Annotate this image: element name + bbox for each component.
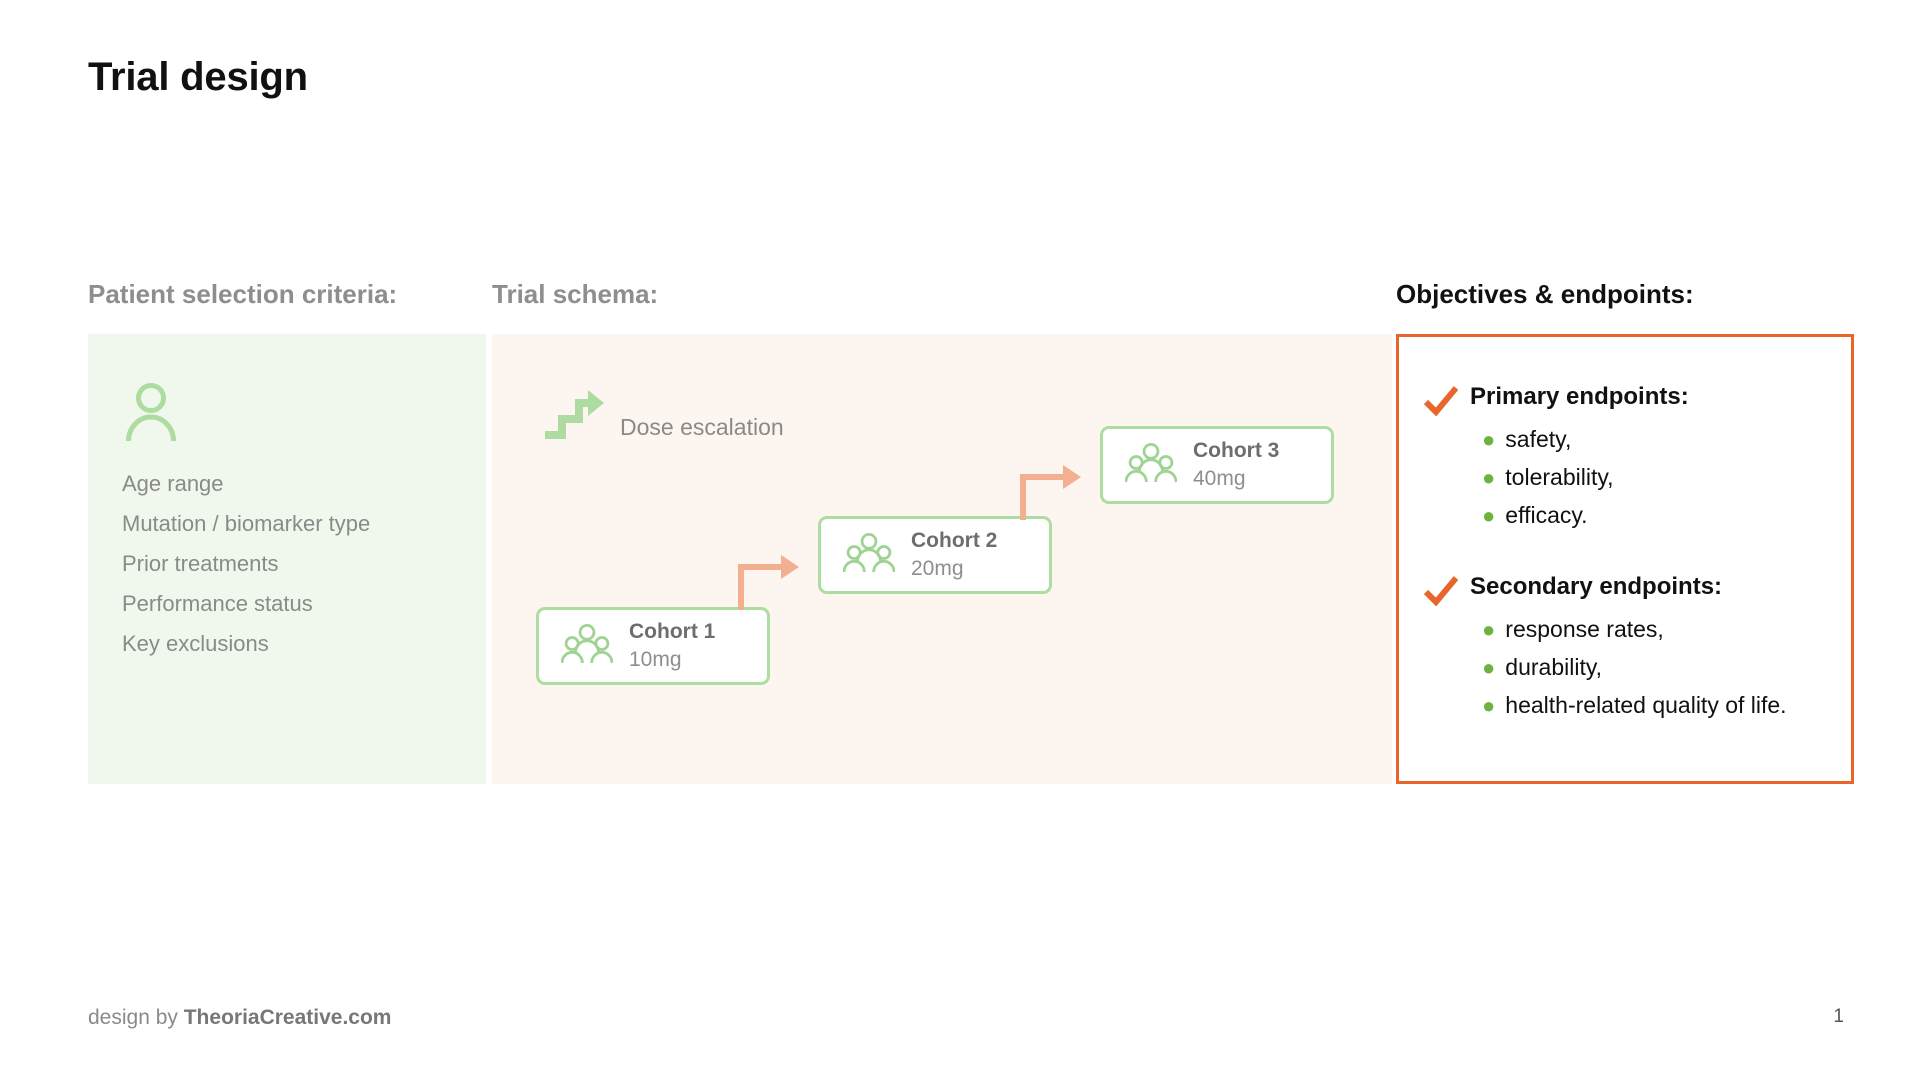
- objectives-endpoints-header: Objectives & endpoints:: [1396, 279, 1694, 309]
- trial-schema-header: Trial schema:: [492, 279, 659, 309]
- list-item: ● response rates,: [1424, 610, 1787, 648]
- check-icon: [1423, 386, 1459, 417]
- elbow-arrow-icon: [1017, 456, 1085, 527]
- list-item: ● tolerability,: [1424, 458, 1689, 496]
- cohort-name: Cohort 1: [629, 620, 716, 643]
- secondary-endpoints-group: Secondary endpoints: ● response rates, ● d…: [1423, 572, 1787, 724]
- endpoint-item-label: safety,: [1505, 426, 1572, 452]
- check-icon: [1423, 576, 1459, 607]
- dose-escalation-group: Dose escalation: [542, 388, 784, 445]
- list-item: ● health-related quality of life.: [1424, 686, 1787, 724]
- stairs-up-arrow-icon: [542, 388, 606, 445]
- bullet-icon: ●: [1482, 465, 1496, 490]
- group-of-people-icon: [842, 532, 896, 578]
- endpoint-item-label: health-related quality of life.: [1505, 692, 1787, 718]
- cohort-dose: 20mg: [911, 557, 964, 580]
- patient-selection-header: Patient selection criteria:: [88, 279, 398, 309]
- bullet-icon: ●: [1482, 427, 1496, 452]
- elbow-arrow-icon: [735, 546, 803, 617]
- endpoint-item-label: response rates,: [1505, 616, 1664, 642]
- list-item: Mutation / biomarker type: [122, 511, 371, 536]
- endpoint-title: Secondary endpoints:: [1470, 573, 1723, 600]
- list-item: ● safety,: [1424, 420, 1689, 458]
- endpoint-title: Primary endpoints:: [1470, 383, 1689, 410]
- list-item: Age range: [122, 471, 224, 496]
- endpoint-item-label: durability,: [1505, 654, 1603, 680]
- primary-endpoints-list: ● safety, ● tolerability, ● efficacy.: [1424, 420, 1689, 534]
- cohort-name: Cohort 3: [1193, 439, 1280, 462]
- bullet-icon: ●: [1482, 693, 1496, 718]
- group-of-people-icon: [1124, 442, 1178, 488]
- endpoint-item-label: tolerability,: [1505, 464, 1614, 490]
- person-icon: [124, 383, 178, 444]
- list-item: Key exclusions: [122, 631, 269, 656]
- list-item: Performance status: [122, 591, 313, 616]
- cohort-dose: 10mg: [629, 648, 682, 671]
- cohort-card-2[interactable]: Cohort 2 20mg: [818, 516, 1052, 594]
- patient-criteria-list: Age range Mutation / biomarker type Prio…: [122, 464, 370, 664]
- footer-brand-link[interactable]: TheoriaCreative.com: [183, 1006, 392, 1029]
- bullet-icon: ●: [1482, 503, 1496, 528]
- secondary-endpoints-list: ● response rates, ● durability, ● health-re…: [1424, 610, 1787, 724]
- cohort-dose: 40mg: [1193, 467, 1246, 490]
- cohort-name: Cohort 2: [911, 529, 998, 552]
- cohort-card-1[interactable]: Cohort 1 10mg: [536, 607, 770, 685]
- dose-escalation-label: Dose escalation: [620, 414, 784, 440]
- page-number: 1: [1833, 1006, 1844, 1027]
- bullet-icon: ●: [1482, 655, 1496, 680]
- bullet-icon: ●: [1482, 617, 1496, 642]
- primary-endpoints-group: Primary endpoints: ● safety, ● tolerabilit…: [1423, 382, 1689, 534]
- list-item: ● efficacy.: [1424, 496, 1689, 534]
- list-item: Prior treatments: [122, 551, 279, 576]
- endpoint-item-label: efficacy.: [1505, 502, 1588, 528]
- footer-credit-prefix: design by: [88, 1006, 184, 1029]
- objectives-endpoints-panel: [1396, 334, 1854, 784]
- footer-credit: design by TheoriaCreative.com: [88, 1006, 391, 1030]
- cohort-card-3[interactable]: Cohort 3 40mg: [1100, 426, 1334, 504]
- group-of-people-icon: [560, 623, 614, 669]
- page-title: Trial design: [88, 55, 308, 99]
- list-item: ● durability,: [1424, 648, 1787, 686]
